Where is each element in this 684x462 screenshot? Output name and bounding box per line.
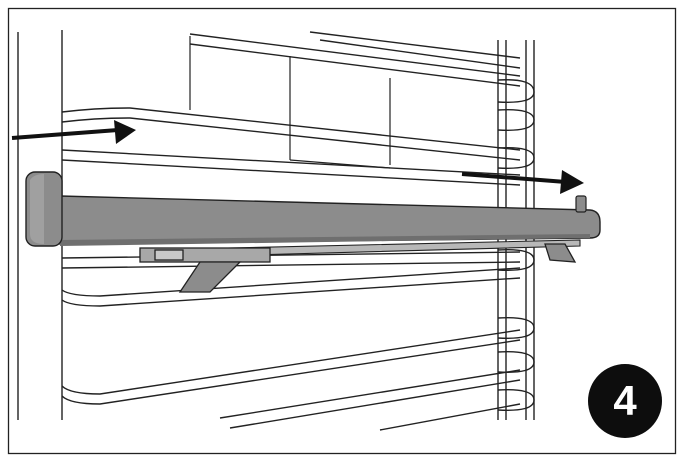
runner-end-stop — [575, 195, 587, 213]
runner-clip-front — [139, 247, 271, 293]
step-number-badge: 4 — [588, 364, 662, 438]
wire-shelf-lower — [61, 251, 521, 431]
runner-clip-rear — [544, 243, 577, 263]
wire-shelf-upper — [61, 107, 521, 186]
wire-shelf-top — [189, 31, 521, 87]
arrow-right-icon — [11, 120, 136, 144]
arrow-right-icon — [461, 170, 584, 194]
